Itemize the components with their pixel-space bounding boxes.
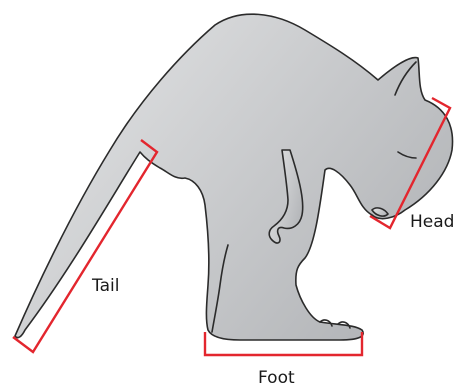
tail-label: Tail [92, 278, 119, 295]
head-label: Head [410, 214, 454, 231]
tail-measurement-bracket [13, 140, 157, 352]
kangaroo-illustration [15, 14, 453, 340]
kangaroo-body [15, 14, 453, 340]
foot-label: Foot [258, 370, 295, 387]
